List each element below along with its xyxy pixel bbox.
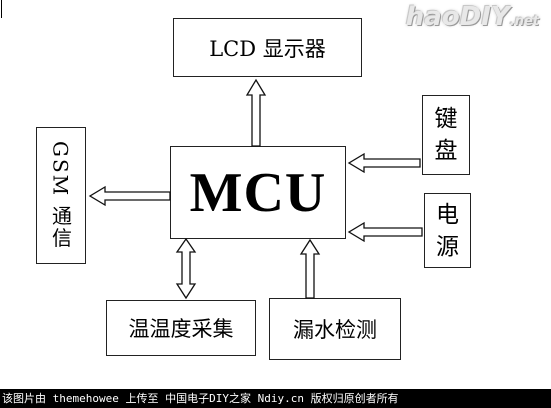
power-label: 电源 — [435, 201, 459, 260]
gsm-communication-block: GSM 通信 — [36, 127, 86, 264]
leak-detection-label: 漏水检测 — [293, 318, 377, 342]
temperature-acquisition-label: 温温度采集 — [128, 317, 234, 341]
keyboard-block: 键盘 — [422, 95, 470, 175]
power-block: 电源 — [424, 193, 471, 268]
keyboard-label: 键盘 — [434, 106, 458, 164]
lcd-display-label: LCD 显示器 — [209, 36, 326, 61]
footer-caption-text: 该图片由 themehowee 上传至 中国电子DIY之家 Ndiy.cn 版权… — [2, 392, 399, 405]
arrow-leak-to-mcu — [299, 238, 321, 299]
temperature-acquisition-block: 温温度采集 — [106, 300, 256, 356]
watermark-suffix: .net — [509, 14, 539, 29]
footer-caption-bar: 该图片由 themehowee 上传至 中国电子DIY之家 Ndiy.cn 版权… — [0, 389, 551, 408]
arrow-mcu-to-lcd — [245, 78, 267, 147]
text-cursor — [1, 0, 2, 18]
mcu-block: MCU — [170, 146, 346, 239]
arrow-mcu-temperature-bidirectional — [175, 237, 197, 300]
mcu-label: MCU — [189, 161, 327, 224]
arrow-mcu-to-gsm — [88, 185, 171, 207]
watermark-logo: haoDIY.net — [406, 2, 539, 32]
arrow-power-to-mcu — [347, 221, 423, 243]
connector-arrows — [88, 78, 423, 300]
arrow-keyboard-to-mcu — [347, 152, 421, 174]
leak-detection-block: 漏水检测 — [269, 298, 401, 360]
lcd-display-block: LCD 显示器 — [173, 18, 362, 77]
gsm-communication-label: GSM 通信 — [48, 141, 73, 250]
watermark-text: haoDIY — [405, 2, 510, 32]
